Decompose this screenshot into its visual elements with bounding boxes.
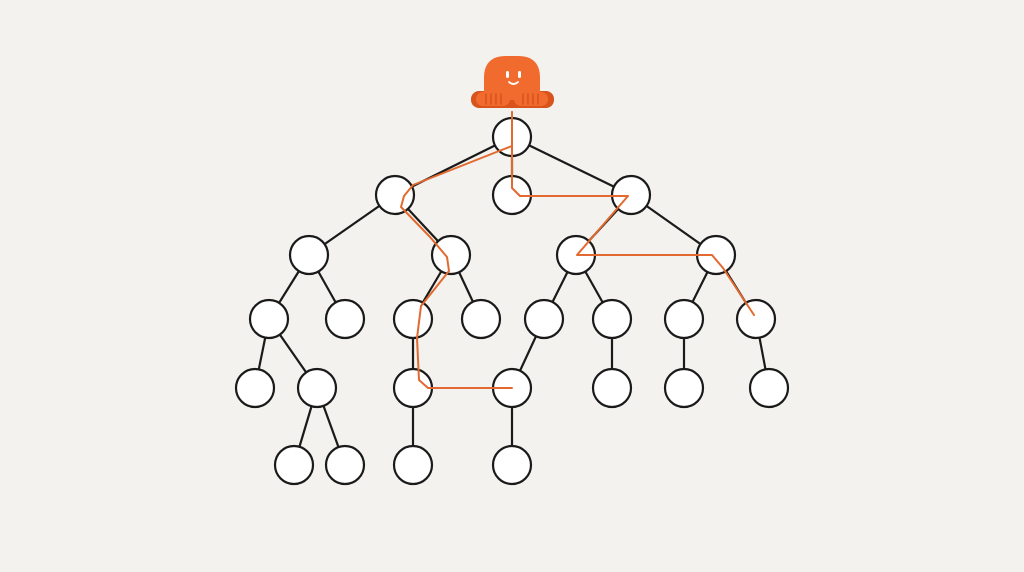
- tree-node-n22: [748, 367, 790, 409]
- tree-node-n18: [392, 367, 434, 409]
- tree-node-n13: [591, 298, 633, 340]
- tree-node-n10: [392, 298, 434, 340]
- tree-node-n8: [248, 298, 290, 340]
- tree-edge-root-n3: [510, 135, 633, 197]
- tree-node-n11: [460, 298, 502, 340]
- mascot-icon: [471, 56, 554, 108]
- tree-node-n4: [288, 234, 330, 276]
- mascot-right-hand: [514, 92, 548, 106]
- mascot-finger-stripes: [485, 93, 539, 105]
- tree-node-n9: [324, 298, 366, 340]
- tree-node-n16: [234, 367, 276, 409]
- mascot-right-eye: [518, 71, 521, 78]
- tree-node-n14: [663, 298, 705, 340]
- tree-node-n24: [324, 444, 366, 486]
- search-path-left-branch: [400, 111, 513, 389]
- tree-node-n1: [374, 174, 416, 216]
- tree-node-n20: [591, 367, 633, 409]
- tree-node-n12: [523, 298, 565, 340]
- search-path: [400, 111, 755, 389]
- tree-node-n21: [663, 367, 705, 409]
- tree-node-n17: [296, 367, 338, 409]
- mascot-body: [484, 56, 540, 100]
- tree-node-n25: [392, 444, 434, 486]
- tree-node-n23: [273, 444, 315, 486]
- search-path-right-branch: [511, 167, 755, 316]
- mascot-left-eye: [506, 71, 509, 78]
- tree-node-n26: [491, 444, 533, 486]
- tree-nodes: [234, 116, 790, 486]
- mascot-left-hand: [476, 92, 510, 106]
- mascot-smile: [508, 81, 519, 85]
- tree-node-n15: [735, 298, 777, 340]
- tree-node-n5: [430, 234, 472, 276]
